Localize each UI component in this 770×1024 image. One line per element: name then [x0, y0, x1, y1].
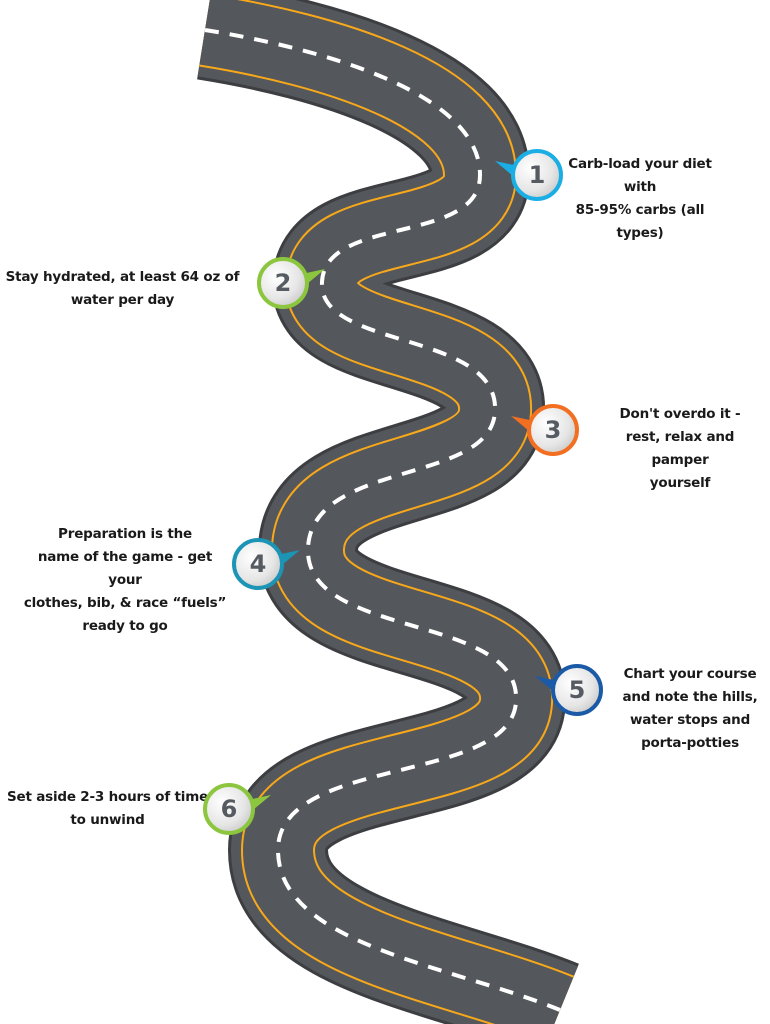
step-5-text: Chart your course and note the hills, wa… [622, 666, 758, 751]
step-3-text: Don't overdo it - rest, relax and pamper… [619, 406, 741, 491]
step-2-marker: 2 [257, 257, 309, 309]
step-6-marker: 6 [203, 783, 255, 835]
step-5-marker: 5 [551, 664, 603, 716]
step-4-marker: 4 [232, 538, 284, 590]
step-3-marker: 3 [527, 404, 579, 456]
step-1-text: Carb-load your diet with 85-95% carbs (a… [568, 156, 712, 241]
road-center-dashes [204, 28, 561, 1012]
step-1-marker: 1 [511, 149, 563, 201]
step-6-text: Set aside 2-3 hours of time to unwind [6, 789, 209, 828]
step-4-text: Preparation is the name of the game - ge… [23, 526, 227, 634]
step-2-text: Stay hydrated, at least 64 oz of water p… [5, 269, 240, 308]
